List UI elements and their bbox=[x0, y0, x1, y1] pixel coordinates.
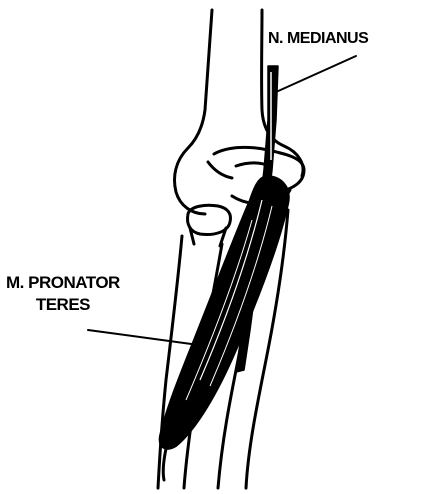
muscle-label-line2: TERES bbox=[6, 294, 120, 316]
nerve-leader-line bbox=[276, 56, 356, 92]
nerve-label: N. MEDIANUS bbox=[268, 28, 368, 50]
muscle-label: M. PRONATOR TERES bbox=[6, 272, 120, 316]
muscle-label-line1: M. PRONATOR bbox=[6, 272, 120, 294]
muscle-leader-line bbox=[88, 330, 206, 346]
